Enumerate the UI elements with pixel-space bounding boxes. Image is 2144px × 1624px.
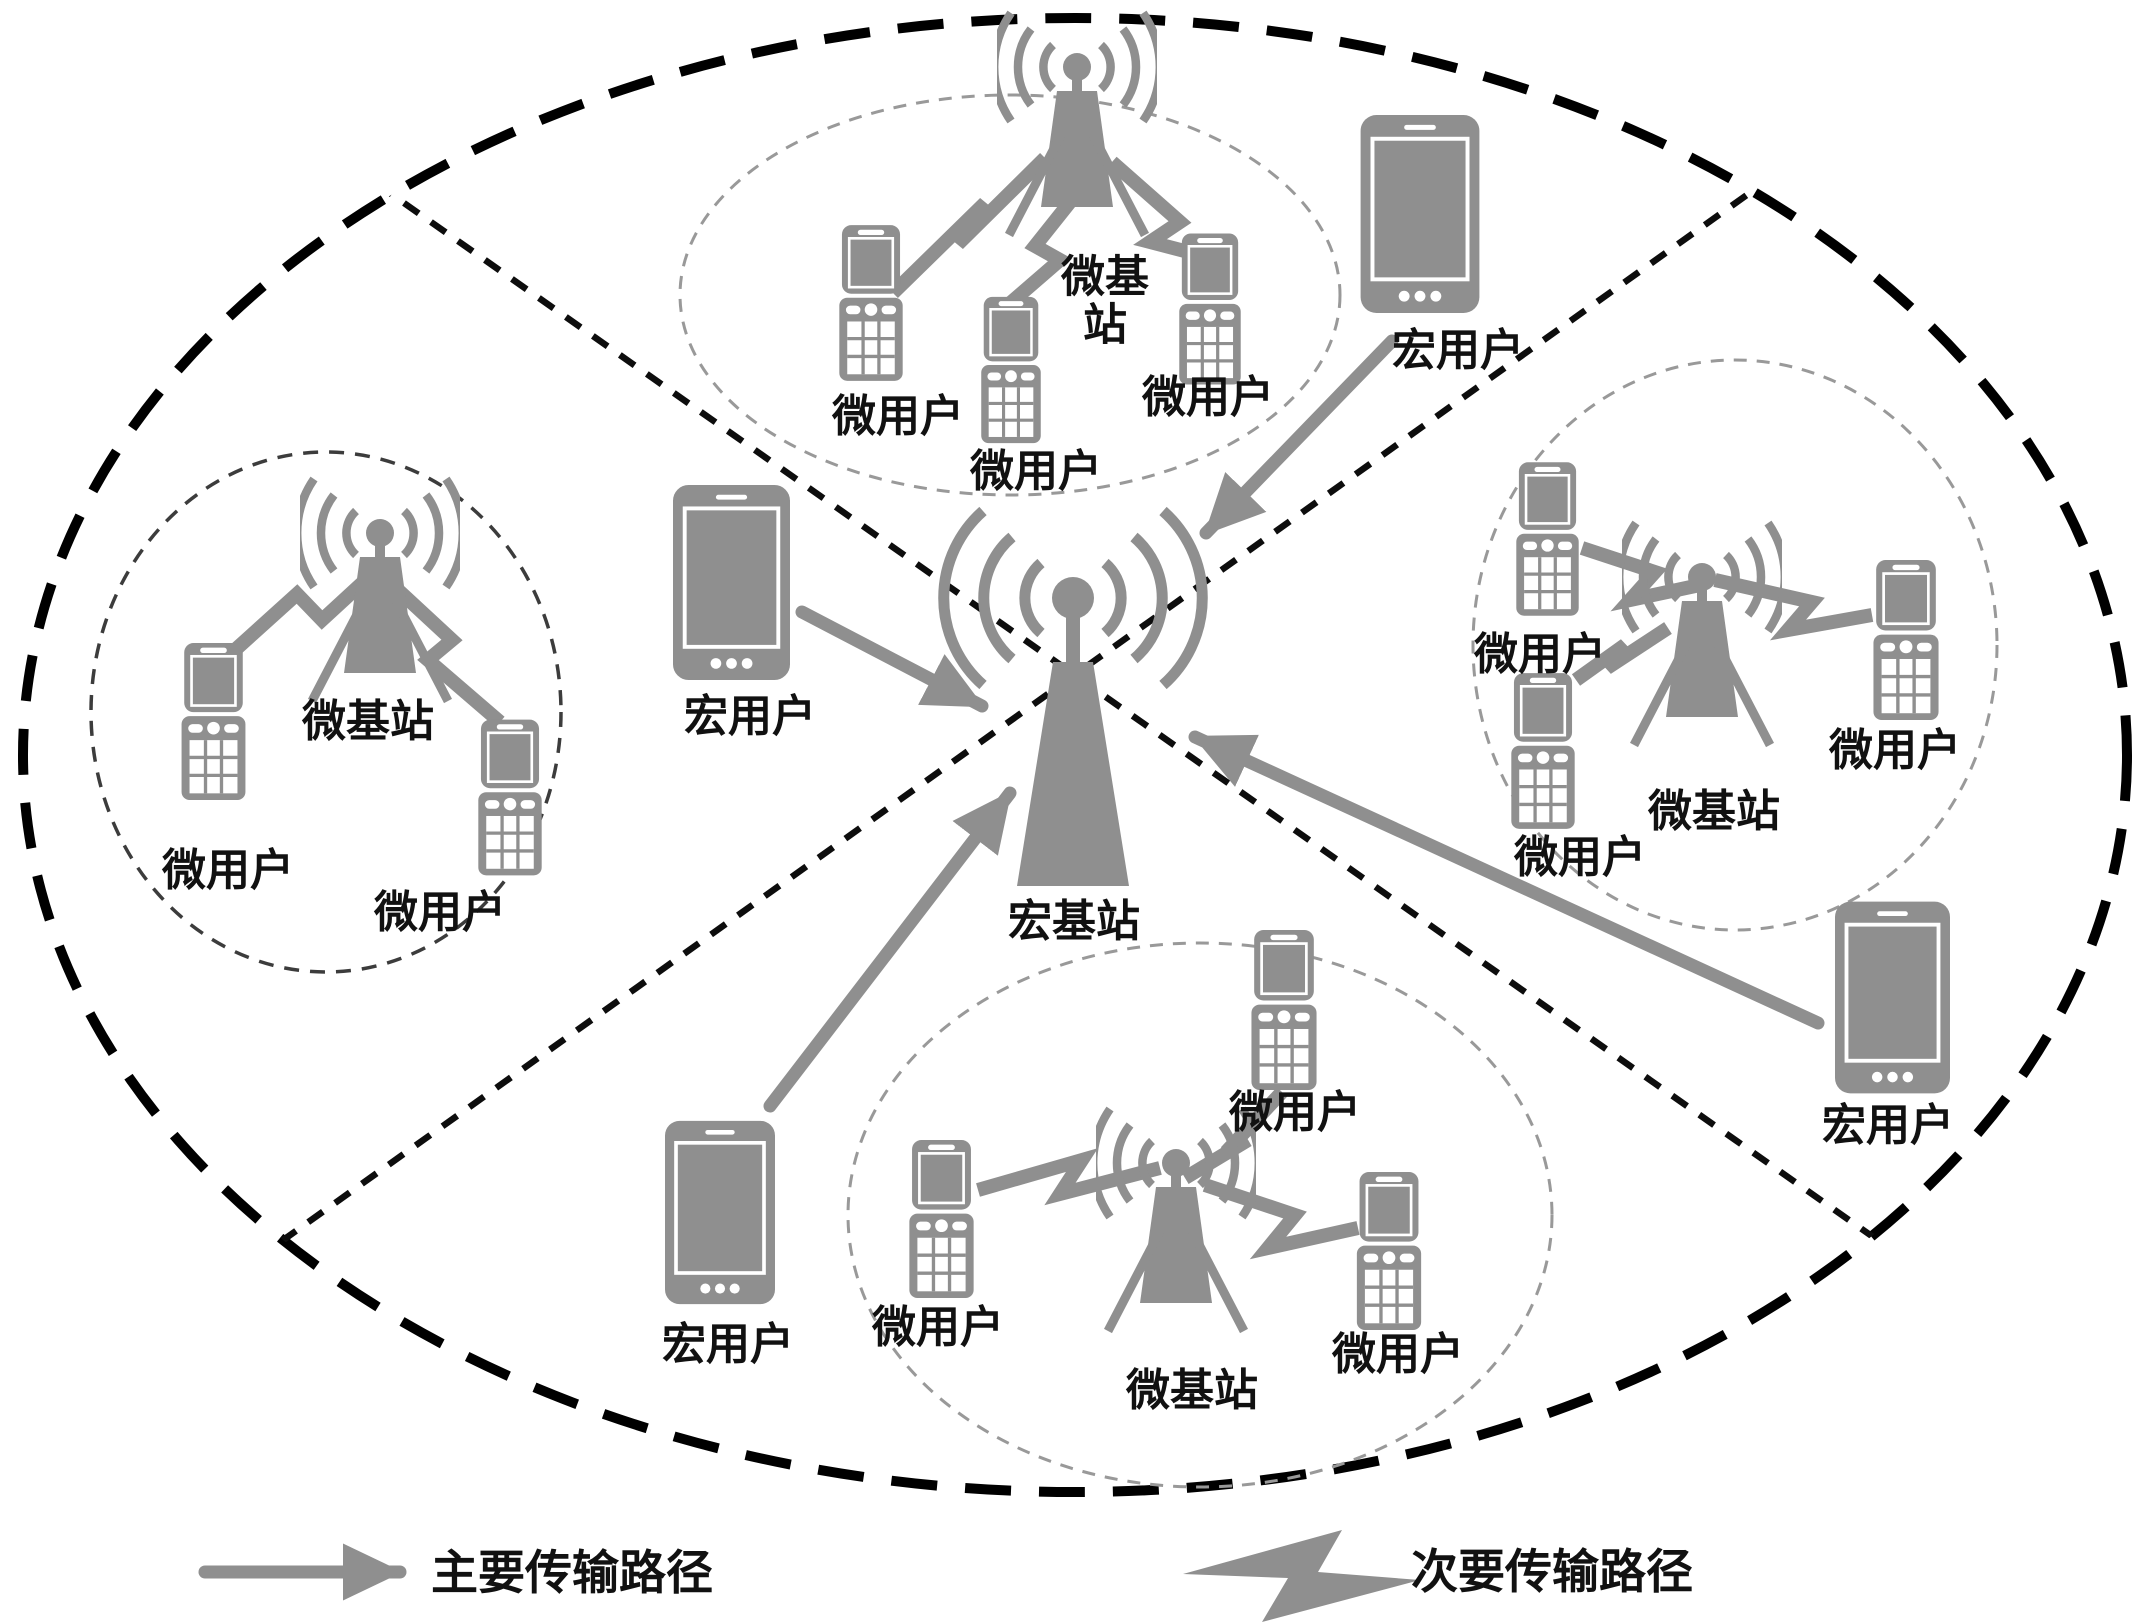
label-micro-bs: 微基站 bbox=[1648, 786, 1780, 836]
micro-bs-tower-icon-right bbox=[1619, 523, 1785, 745]
label-micro-user: 微用户 bbox=[832, 391, 964, 441]
micro-user-phone-icon bbox=[908, 1140, 975, 1298]
label-micro-user: 微用户 bbox=[1474, 629, 1606, 679]
macro-user-phone-icon bbox=[1835, 900, 1950, 1095]
macro-user-phone-icon bbox=[1360, 115, 1480, 313]
label-macro-user: 宏用户 bbox=[1822, 1100, 1954, 1150]
label-micro-user: 微用户 bbox=[1229, 1087, 1361, 1137]
micro-user-phone-icon bbox=[980, 295, 1042, 445]
label-micro-bs: 微基站 bbox=[302, 696, 434, 746]
label-micro-user: 微用户 bbox=[1332, 1329, 1464, 1379]
arrow-bottom-right-macro-user-to-macro-bs bbox=[1188, 730, 1825, 1030]
label-micro-user: 微用户 bbox=[970, 446, 1102, 496]
arrow-bottom-left-macro-user-to-macro-bs bbox=[763, 786, 1017, 1113]
sector-divider-lines bbox=[228, 154, 1922, 1281]
micro-cell-boundary-right bbox=[1471, 358, 1999, 932]
arrow-left-macro-user-to-macro-bs bbox=[795, 605, 989, 713]
micro-user-phone-icon bbox=[1872, 560, 1940, 720]
label-micro-bs: 微基站 bbox=[1126, 1365, 1258, 1415]
macro-bs-tower-icon bbox=[938, 506, 1208, 886]
label-macro-user: 宏用户 bbox=[662, 1319, 794, 1369]
label-micro-user: 微用户 bbox=[1829, 725, 1961, 775]
label-legend-primary-path: 主要传输路径 bbox=[431, 1546, 713, 1600]
label-micro-user: 微用户 bbox=[1142, 372, 1274, 422]
label-macro-user: 宏用户 bbox=[1392, 325, 1524, 375]
micro-user-phone-icon bbox=[838, 225, 904, 381]
label-macro-bs: 宏基站 bbox=[1008, 896, 1140, 946]
label-micro-bs: 微基站 bbox=[1061, 252, 1149, 350]
label-micro-user: 微用户 bbox=[872, 1302, 1004, 1352]
micro-bs-tower-icon-top bbox=[994, 13, 1160, 235]
label-micro-user: 微用户 bbox=[162, 845, 294, 895]
primary-path-arrows bbox=[763, 334, 1825, 1113]
micro-user-phone-icon bbox=[477, 718, 543, 877]
micro-user-phone-icon bbox=[1515, 460, 1580, 618]
micro-bs-tower-icon-bottom bbox=[1093, 1109, 1259, 1331]
macro-user-phone-icon bbox=[665, 1118, 775, 1307]
label-macro-user: 宏用户 bbox=[684, 691, 816, 741]
label-micro-user: 微用户 bbox=[1514, 832, 1646, 882]
micro-cell-boundary-left bbox=[89, 450, 563, 974]
micro-user-phone-icon bbox=[1250, 930, 1318, 1090]
label-legend-secondary-path: 次要传输路径 bbox=[1411, 1545, 1693, 1599]
micro-user-phone-icon bbox=[1178, 233, 1242, 385]
legend-secondary-bolt-icon bbox=[1183, 1530, 1420, 1622]
micro-user-phone-icon bbox=[180, 643, 247, 800]
arrow-top-macro-user-to-macro-bs bbox=[1199, 334, 1399, 540]
micro-user-phone-icon bbox=[1355, 1172, 1423, 1330]
macro-cell-boundary bbox=[18, 13, 2132, 1497]
micro-cell-boundary-bottom bbox=[846, 941, 1554, 1489]
micro-user-phone-icon bbox=[1510, 672, 1576, 830]
macro-user-phone-icon bbox=[673, 485, 790, 680]
micro-cell-boundary-top bbox=[678, 93, 1342, 497]
label-micro-user: 微用户 bbox=[374, 887, 506, 937]
secondary-path-links bbox=[230, 153, 1874, 1260]
